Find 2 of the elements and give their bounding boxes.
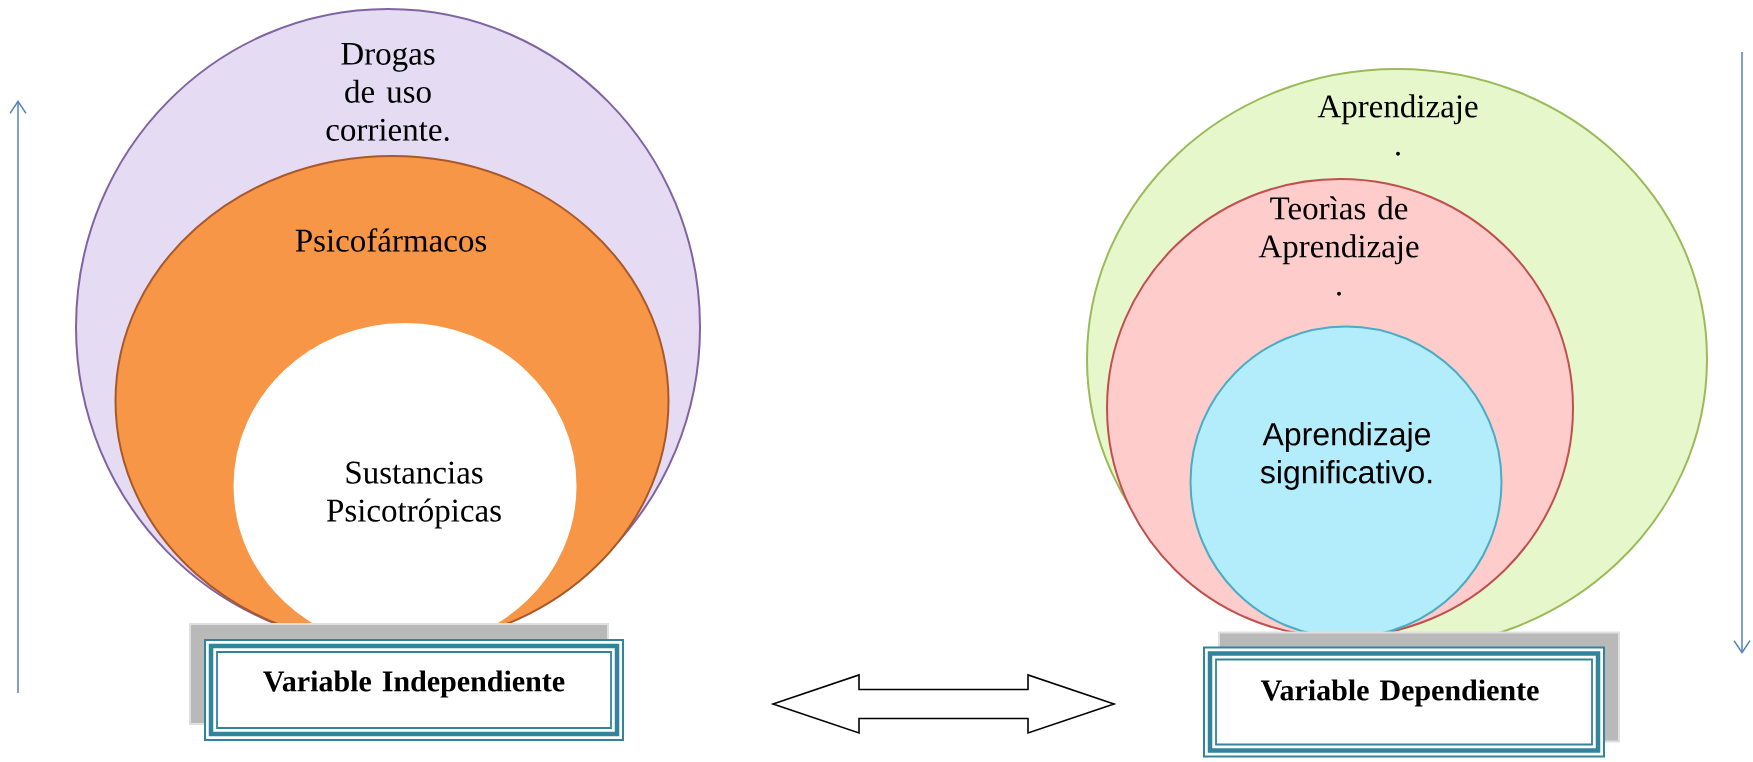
variable-box: Variable Dependiente bbox=[1203, 631, 1620, 758]
variable-box: Variable Independiente bbox=[189, 623, 624, 741]
